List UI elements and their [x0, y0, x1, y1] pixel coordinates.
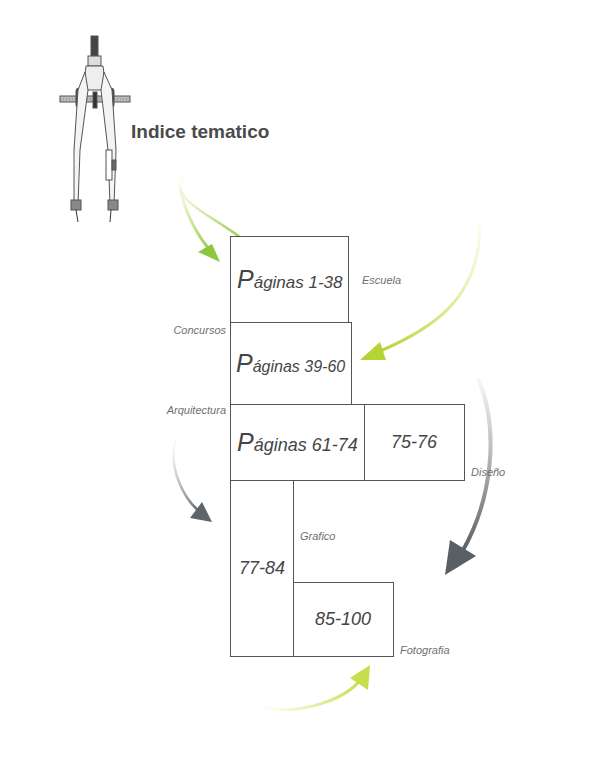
page-range: 85-100 — [315, 609, 371, 630]
page-range: 77-84 — [239, 558, 285, 579]
pointer-arrows — [173, 176, 490, 710]
page-range-box: 75-76Diseño — [364, 404, 465, 481]
page-range: Páginas 39-60 — [236, 349, 345, 378]
page-range-box: Páginas 39-60Concursos — [230, 322, 352, 405]
section-name: Escuela — [362, 274, 401, 286]
section-name: Grafico — [300, 530, 335, 542]
page-range: Páginas 1-38 — [237, 265, 343, 294]
section-name: Concursos — [173, 324, 226, 336]
diagram-title: Indice tematico — [131, 121, 269, 143]
section-name: Fotografia — [400, 644, 450, 656]
section-name: Arquitectura — [167, 404, 226, 416]
page-range-box: 77-84Grafico — [230, 480, 294, 657]
page-range-box: Páginas 61-74Arquitectura — [230, 404, 365, 481]
page-range-box: 85-100Fotografia — [293, 582, 394, 657]
page-range: 75-76 — [391, 432, 437, 453]
section-name: Diseño — [471, 466, 505, 478]
page-range: Páginas 61-74 — [237, 428, 358, 457]
page-range-box: Páginas 1-38Escuela — [230, 236, 349, 323]
compass-illustration — [60, 36, 130, 222]
